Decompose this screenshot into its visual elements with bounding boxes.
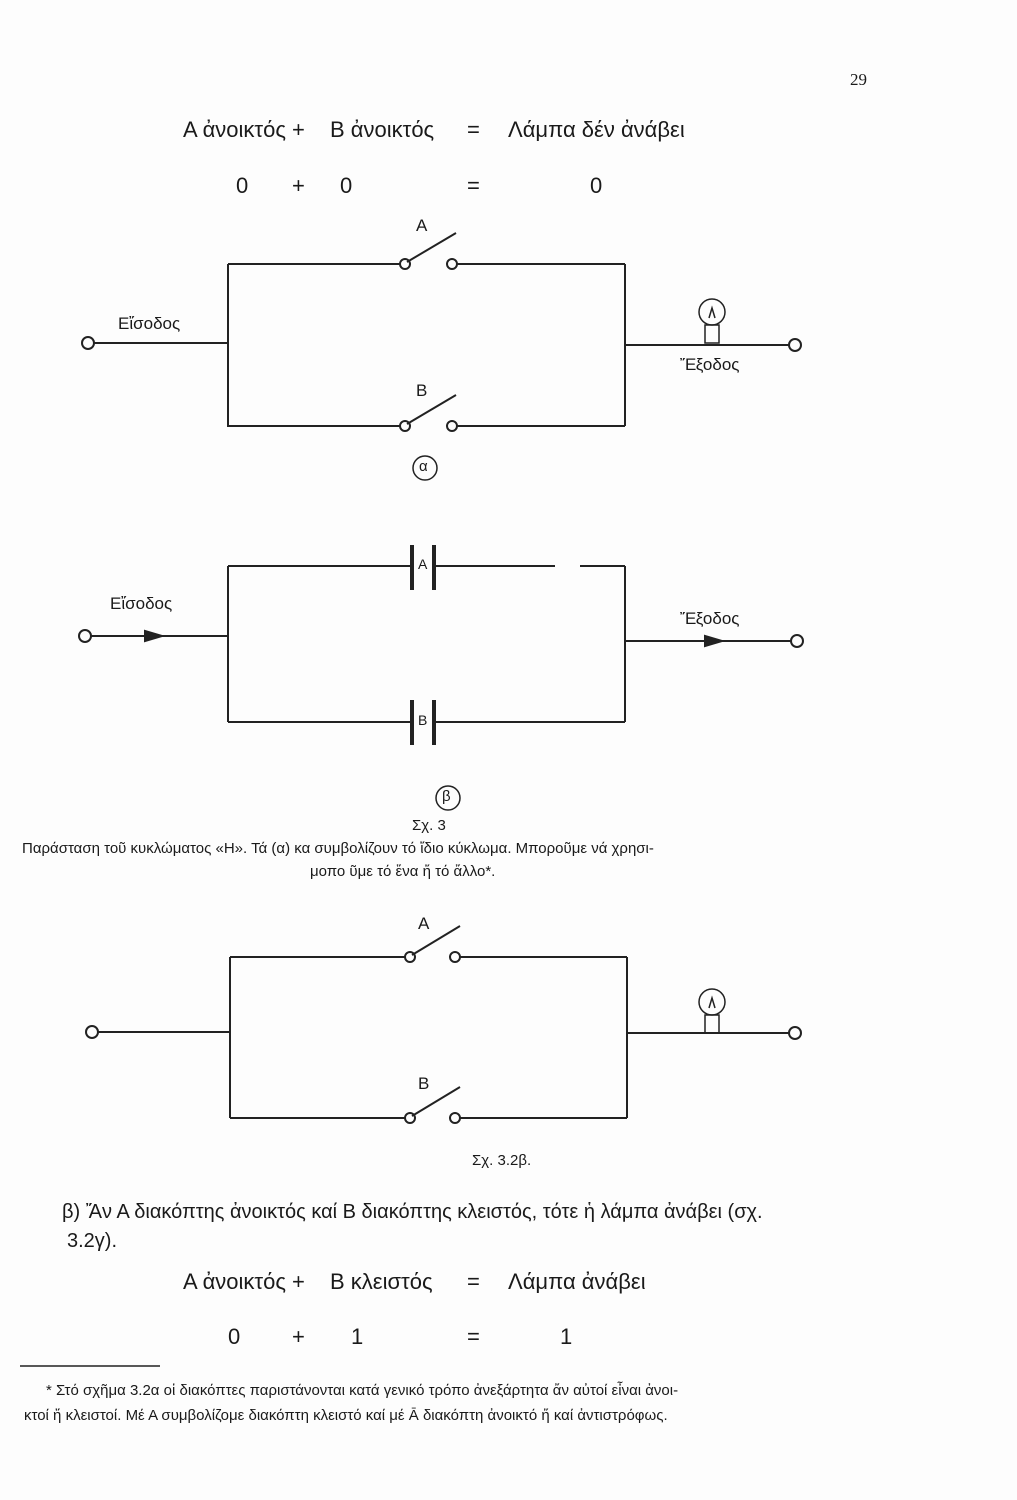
paragraph-line1: β) Ἄν Α διακόπτης ἀνοικτός καί Β διακόπτ…	[62, 1201, 763, 1223]
switch-b-label: B	[416, 381, 428, 400]
gate-b-label: B	[418, 712, 428, 728]
eq1-value-b: 0	[340, 173, 353, 198]
eq1-value-equals: =	[467, 173, 480, 198]
switch-a-icon	[399, 232, 458, 270]
output-label-b: Ἔξοδος	[680, 609, 740, 628]
marker-a: α	[419, 458, 428, 475]
switch-b-icon	[399, 394, 458, 432]
switch-c-a-label: A	[418, 914, 430, 933]
switch-c-b-icon	[404, 1086, 461, 1124]
switch-a-label: A	[416, 216, 428, 235]
eq2-equals: =	[467, 1269, 480, 1294]
switch-c-b-label: B	[418, 1074, 430, 1093]
gate-a-icon	[410, 545, 436, 590]
eq2-value-a: 0	[228, 1324, 241, 1349]
footnote-line1: * Στό σχῆμα 3.2α οἱ διακόπτες παριστάνον…	[46, 1382, 679, 1399]
marker-b: β	[442, 788, 451, 805]
gate-a-label: A	[418, 556, 428, 572]
eq2-b: Β κλειστός	[330, 1269, 433, 1294]
eq1-value-result: 0	[590, 173, 603, 198]
lamp-icon	[698, 298, 726, 344]
figure-3-2b-caption: Σχ. 3.2β.	[472, 1152, 532, 1169]
input-label-a: Εἴσοδος	[118, 314, 181, 333]
marker-b-circle	[435, 785, 461, 811]
eq2-value-plus: +	[292, 1324, 305, 1349]
input-label-b: Εἴσοδος	[110, 594, 173, 613]
eq2-value-equals: =	[467, 1324, 480, 1349]
page-number: 29	[850, 70, 867, 89]
eq1-a: Α ἀνοικτός	[183, 117, 286, 142]
marker-a-circle	[412, 455, 438, 481]
eq1-plus: +	[292, 117, 305, 142]
eq1-value-plus: +	[292, 173, 305, 198]
output-label-a: Ἔξοδος	[680, 355, 740, 374]
paragraph-line2: 3.2γ).	[67, 1230, 118, 1252]
eq1-value-a: 0	[236, 173, 249, 198]
eq2-value-b: 1	[351, 1324, 364, 1349]
switch-c-a-icon	[404, 925, 461, 963]
circuit-b-wiring	[78, 565, 804, 723]
circuit-a-wiring	[81, 263, 802, 427]
figure-caption-line1: Παράσταση τοῦ κυκλώματος «Η». Τά (α) κα …	[22, 840, 654, 857]
figure-caption-line2: μοπο ῦμε τό ἕνα ἤ τό ἄλλο*.	[310, 863, 496, 880]
eq2-a: Α ἀνοικτός	[183, 1269, 286, 1294]
figure-caption-number: Σχ. 3	[412, 817, 446, 834]
eq1-b: Β ἀνοικτός	[330, 117, 435, 142]
eq1-equals: =	[467, 117, 480, 142]
eq2-result: Λάμπα ἀνάβει	[508, 1269, 646, 1294]
lamp-c-icon	[698, 988, 726, 1034]
gate-b-icon	[410, 700, 436, 745]
eq2-plus: +	[292, 1269, 305, 1294]
footnote-line2: κτοί ἤ κλειστοί. Μέ Α συμβολίζομε διακόπ…	[24, 1407, 668, 1424]
circuit-c-wiring	[85, 956, 802, 1119]
eq2-value-result: 1	[560, 1324, 573, 1349]
eq1-result: Λάμπα δέν ἀνάβει	[508, 117, 685, 142]
